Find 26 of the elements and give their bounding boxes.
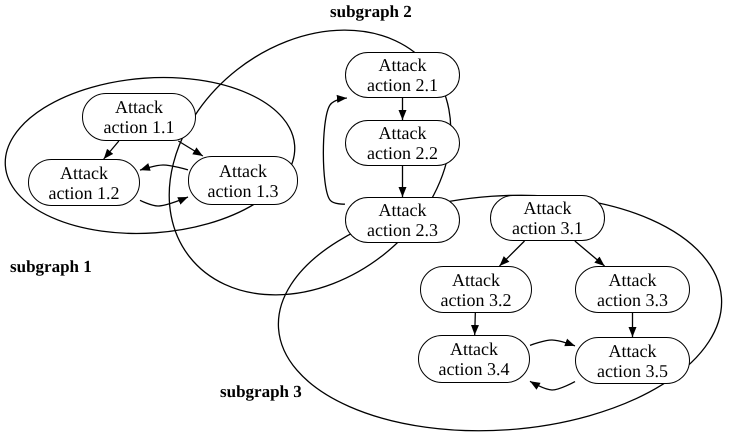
attack-action-node: Attack action 2.1 bbox=[345, 52, 460, 98]
arrow bbox=[628, 313, 636, 337]
attack-action-node: Attack action 3.4 bbox=[418, 335, 530, 383]
attack-action-node: Attack action 1.2 bbox=[28, 159, 140, 206]
attack-action-node: Attack action 3.3 bbox=[575, 266, 690, 313]
attack-action-node: Attack action 3.2 bbox=[420, 266, 532, 313]
arrow bbox=[103, 140, 120, 160]
arrow bbox=[398, 166, 406, 197]
arrow bbox=[140, 163, 188, 171]
arrow bbox=[140, 196, 188, 207]
arrow bbox=[574, 240, 605, 266]
arrow bbox=[398, 98, 406, 120]
arrow bbox=[530, 338, 576, 346]
attack-action-node: Attack action 3.1 bbox=[490, 195, 605, 241]
arrow bbox=[499, 240, 525, 266]
subgraph-label: subgraph 3 bbox=[220, 383, 302, 400]
arrow bbox=[470, 312, 479, 336]
attack-action-node: Attack action 1.3 bbox=[188, 156, 298, 205]
arrow bbox=[178, 140, 204, 157]
attack-action-node: Attack action 1.1 bbox=[82, 93, 196, 141]
attack-action-node: Attack action 2.2 bbox=[345, 120, 460, 166]
attack-action-node: Attack action 3.5 bbox=[575, 337, 690, 384]
arrow bbox=[322, 95, 347, 205]
subgraph-label: subgraph 1 bbox=[10, 258, 92, 275]
arrow bbox=[530, 380, 576, 391]
subgraph-label: subgraph 2 bbox=[330, 3, 412, 20]
